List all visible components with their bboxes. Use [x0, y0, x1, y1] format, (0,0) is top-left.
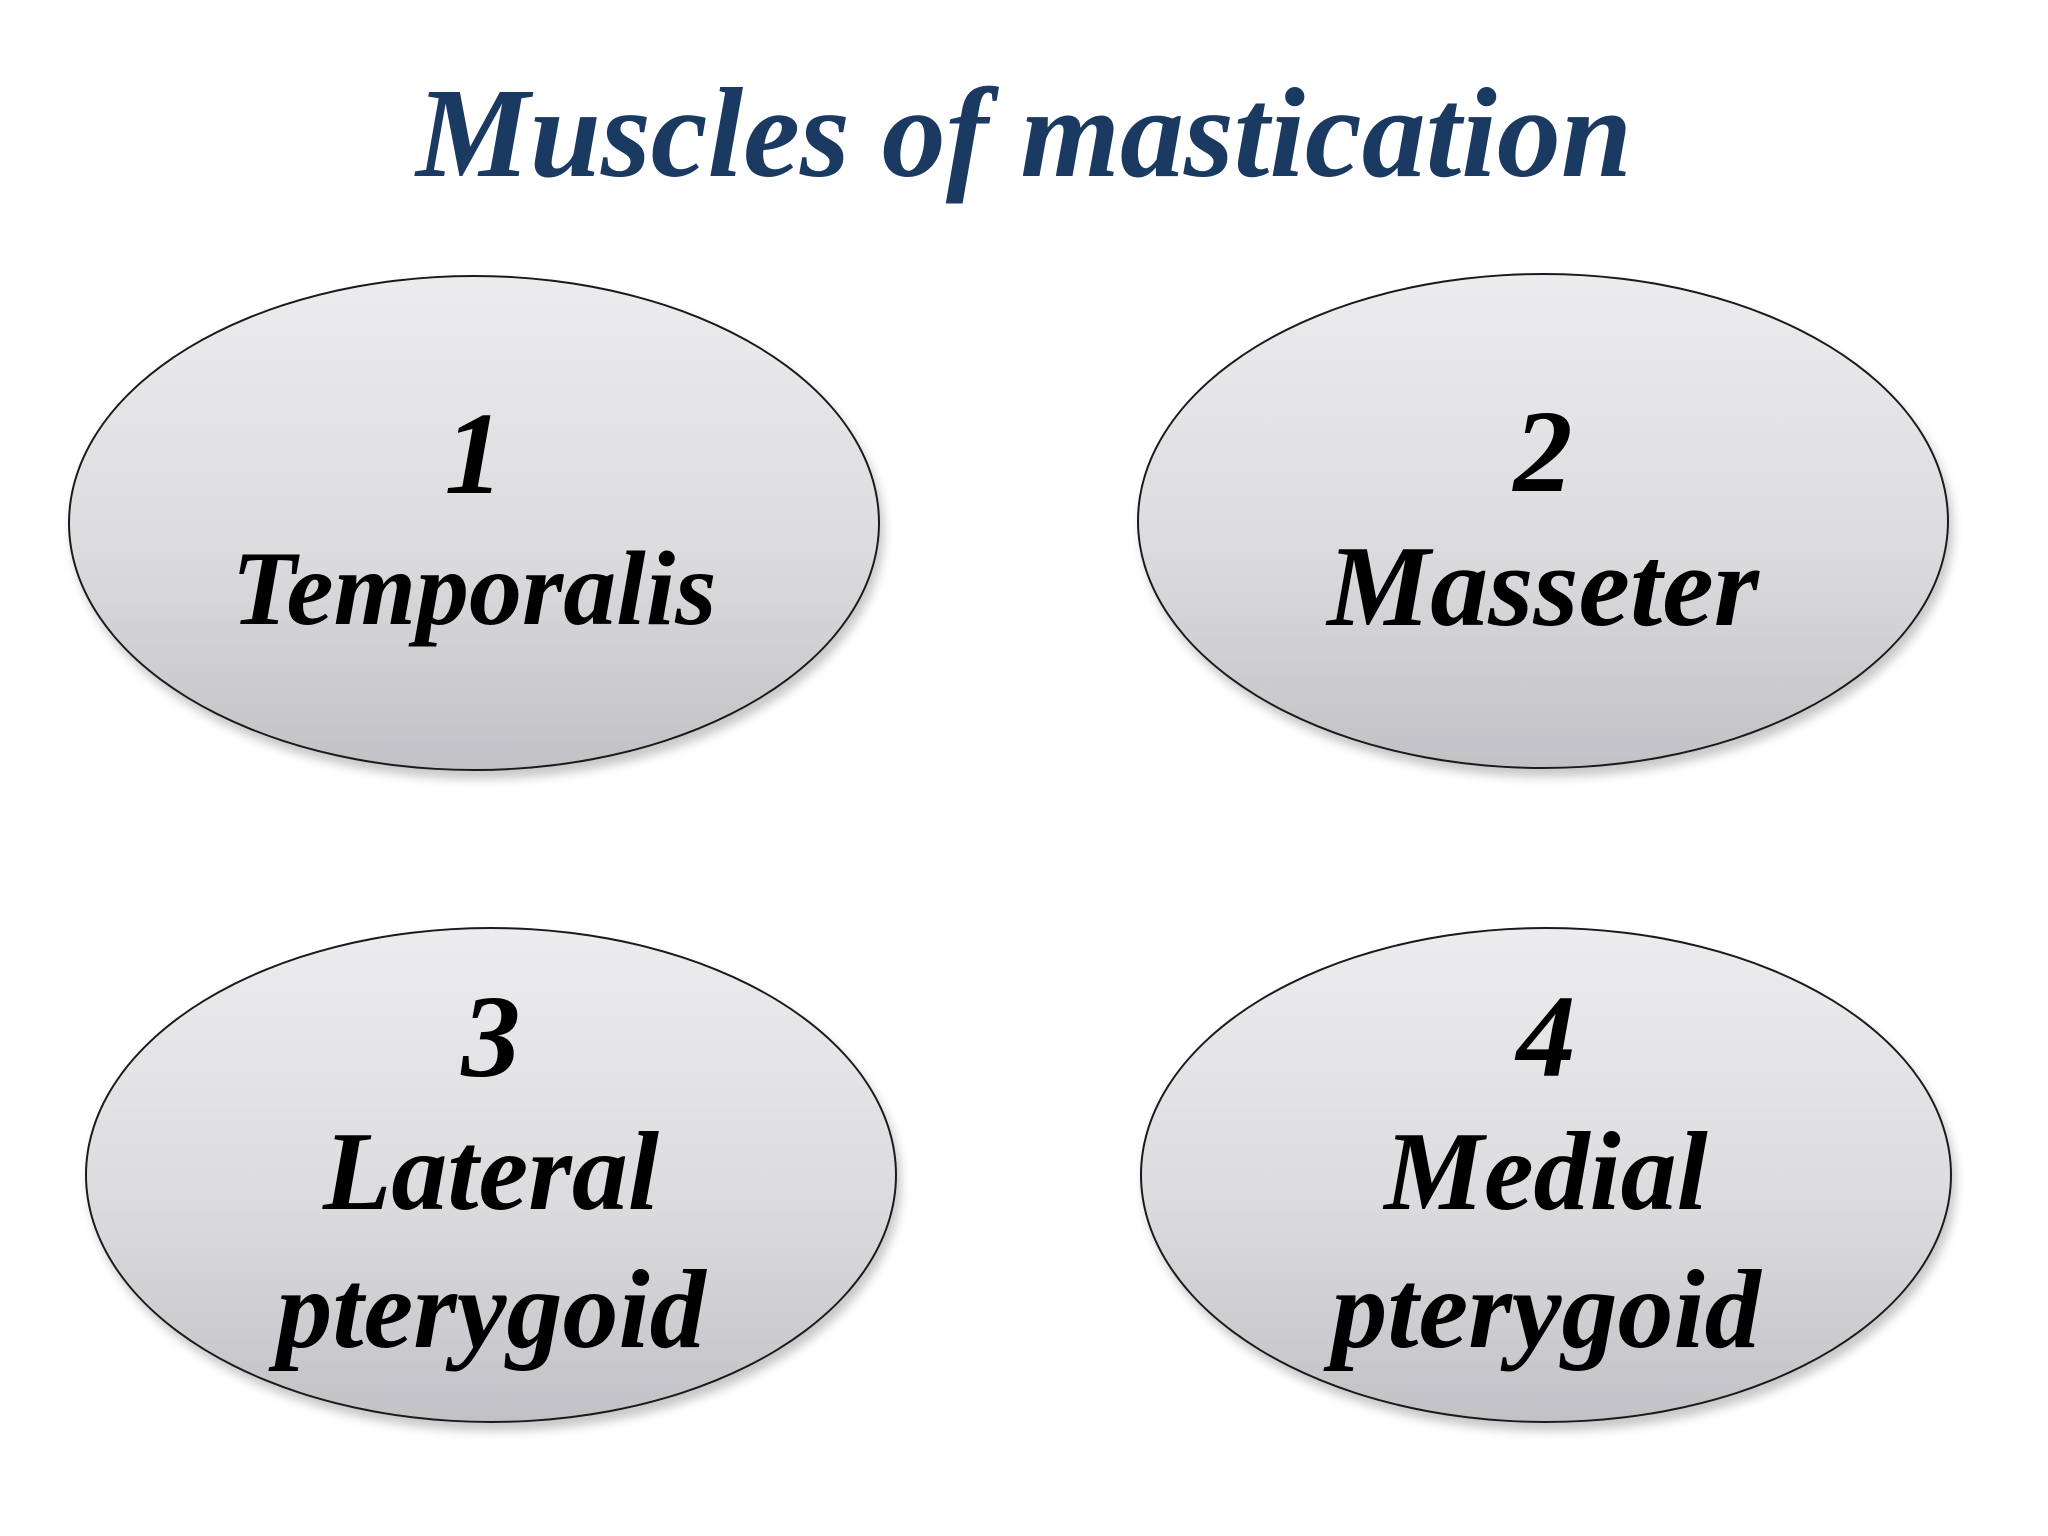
muscle-ellipse-masseter: 2 Masseter [1137, 273, 1949, 769]
muscle-number: 1 [444, 388, 504, 519]
muscle-number: 3 [461, 971, 521, 1102]
muscle-name: Temporalis [231, 530, 717, 647]
muscle-name: Medial pterygoid [1331, 1110, 1761, 1372]
muscle-number: 4 [1516, 971, 1576, 1102]
muscle-name: Lateral pterygoid [276, 1110, 706, 1372]
muscle-name: Masseter [1327, 523, 1759, 651]
muscle-number: 2 [1513, 386, 1573, 517]
slide-title: Muscles of mastication [415, 62, 1633, 204]
muscle-ellipse-temporalis: 1 Temporalis [68, 275, 880, 771]
muscle-ellipse-medial-pterygoid: 4 Medial pterygoid [1140, 927, 1952, 1423]
muscle-ellipse-lateral-pterygoid: 3 Lateral pterygoid [85, 927, 897, 1423]
